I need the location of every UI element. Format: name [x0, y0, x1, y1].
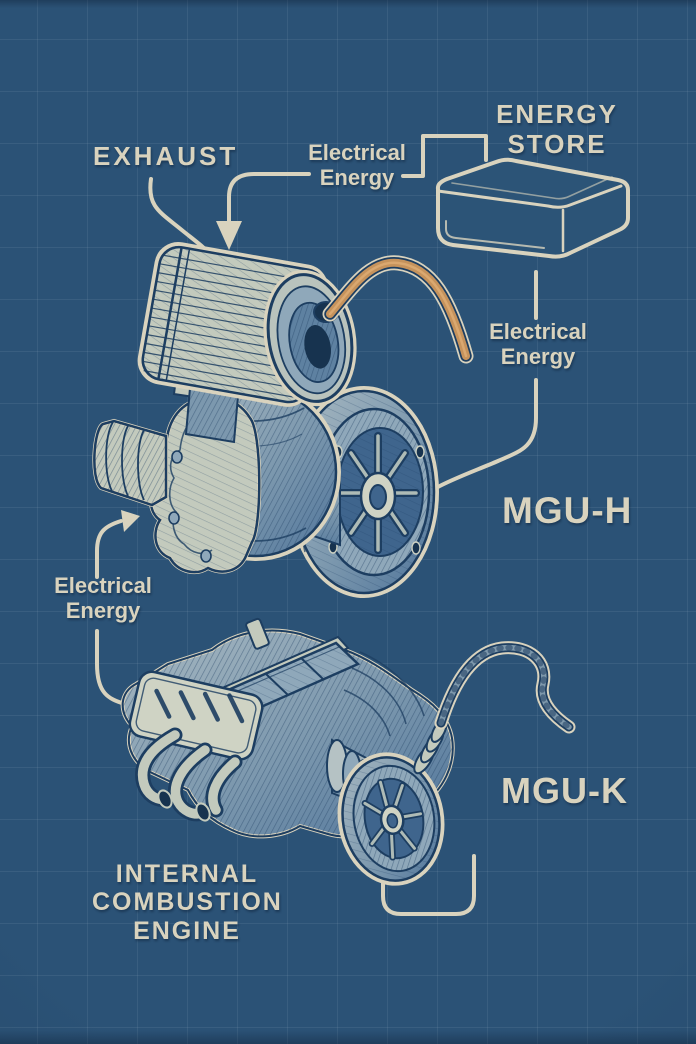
down-arrow-shaft	[227, 172, 311, 223]
mgu-h-inlet-pipe	[92, 418, 168, 508]
energy-store-box	[435, 157, 630, 259]
up-right-arrow-icon	[121, 510, 140, 532]
mgu-h-illustration	[92, 242, 439, 598]
mgu-h-label: MGU-H	[502, 490, 633, 531]
mgu-k-wheel	[337, 752, 445, 886]
left-arrow-shaft	[95, 519, 123, 579]
exhaust-label: EXHAUST	[93, 141, 239, 171]
energy-store-label: ENERGY STORE	[496, 99, 618, 159]
store-connector-lower	[434, 378, 538, 490]
mgu-k-cable	[413, 641, 576, 775]
mguk-bracket-line	[381, 851, 476, 916]
electrical-energy-label-left: Electrical Energy	[54, 573, 152, 624]
down-arrow-icon	[216, 221, 242, 250]
ice-exhaust-manifold	[135, 727, 243, 822]
electrical-energy-label-right: Electrical Energy	[489, 319, 587, 370]
top-bracket-line	[401, 134, 488, 178]
mgu-k-label: MGU-K	[501, 770, 628, 811]
left-down-curve	[95, 629, 127, 706]
ice-bellhousing-ribs	[343, 651, 425, 737]
internal-combustion-engine-label: INTERNAL COMBUSTION ENGINE	[92, 860, 283, 945]
mgu-h-power-cable	[322, 255, 474, 364]
electrical-energy-label-top: Electrical Energy	[308, 140, 406, 191]
exhaust-pointer-line	[148, 177, 210, 255]
